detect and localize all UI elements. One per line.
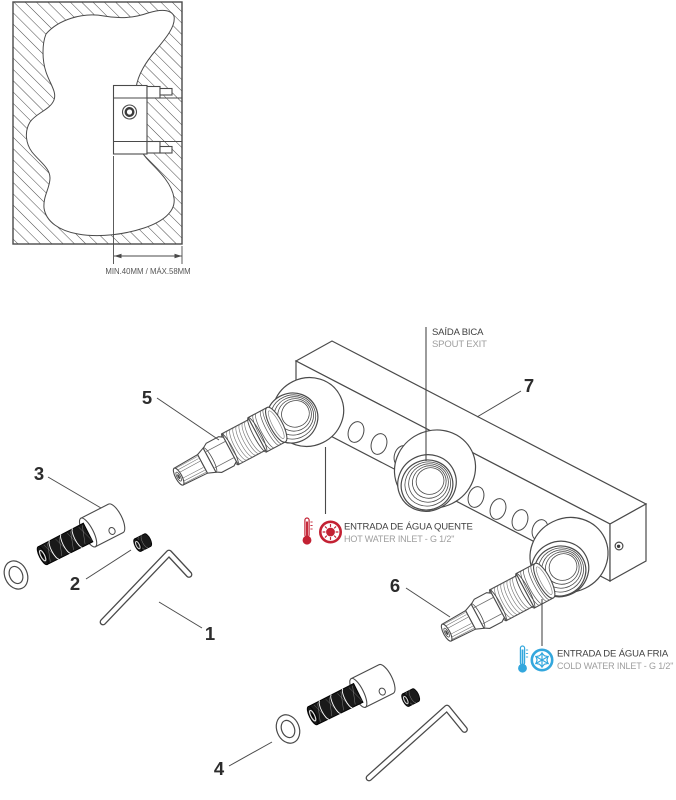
leader-6 [405,587,451,618]
dimension-label: MIN.40MM / MÁX.58MM [105,267,190,276]
leader-3 [47,476,102,509]
washer-bottom [271,710,305,748]
set-screw-bottom [399,687,422,709]
leader-4 [228,741,273,767]
hot-water-annotation: ENTRADA DE ÁGUA QUENTE HOT WATER INLET -… [301,447,473,546]
allen-key-bottom [365,704,468,782]
allen-key-top [99,549,193,626]
set-screw-top [131,532,154,554]
manifold-body [265,340,648,598]
part-label-2: 2 [70,573,80,594]
leader-1 [158,601,203,629]
valve-cartridge-5 [166,404,292,496]
valve-cartridge-6 [434,560,560,652]
cold-water-icon [530,648,554,672]
leader-2 [85,549,132,580]
manifold-end-face [609,502,647,583]
hot-label-pt: ENTRADA DE ÁGUA QUENTE [344,522,473,533]
part-labels: 1 2 3 4 5 6 7 [34,375,534,779]
cold-label-en: COLD WATER INLET - G 1/2" [557,661,673,671]
part-label-3: 3 [34,463,44,484]
spout-label-pt: SAÍDA BICA [432,327,484,338]
extension-adapter-bottom [301,661,400,733]
cold-water-annotation: ENTRADA DE ÁGUA FRIA COLD WATER INLET - … [517,599,673,674]
hot-water-icon [318,520,342,544]
part-label-5: 5 [142,387,152,408]
washer-top [0,556,33,594]
exploded-view-diagram: SAÍDA BICA SPOUT EXIT [0,327,673,782]
spout-annotation: SAÍDA BICA SPOUT EXIT [425,327,487,461]
hot-thermometer-icon [301,517,314,546]
wall-section-diagram: MIN.40MM / MÁX.58MM [12,1,191,276]
embedded-valve-body [112,84,182,155]
spout-exit-port [393,429,477,512]
depth-dimension: MIN.40MM / MÁX.58MM [105,156,191,276]
part-label-6: 6 [390,575,400,596]
leader-7 [476,390,522,418]
wall-cavity [25,9,175,237]
spout-label-en: SPOUT EXIT [432,339,487,350]
leader-lines [47,390,522,767]
part-label-4: 4 [214,758,225,779]
cold-label-pt: ENTRADA DE ÁGUA FRIA [557,649,669,660]
hot-label-en: HOT WATER INLET - G 1/2" [344,534,454,544]
part-label-7: 7 [524,375,534,396]
cold-thermometer-icon [517,645,530,674]
part-label-1: 1 [205,623,215,644]
leader-5 [156,397,220,441]
